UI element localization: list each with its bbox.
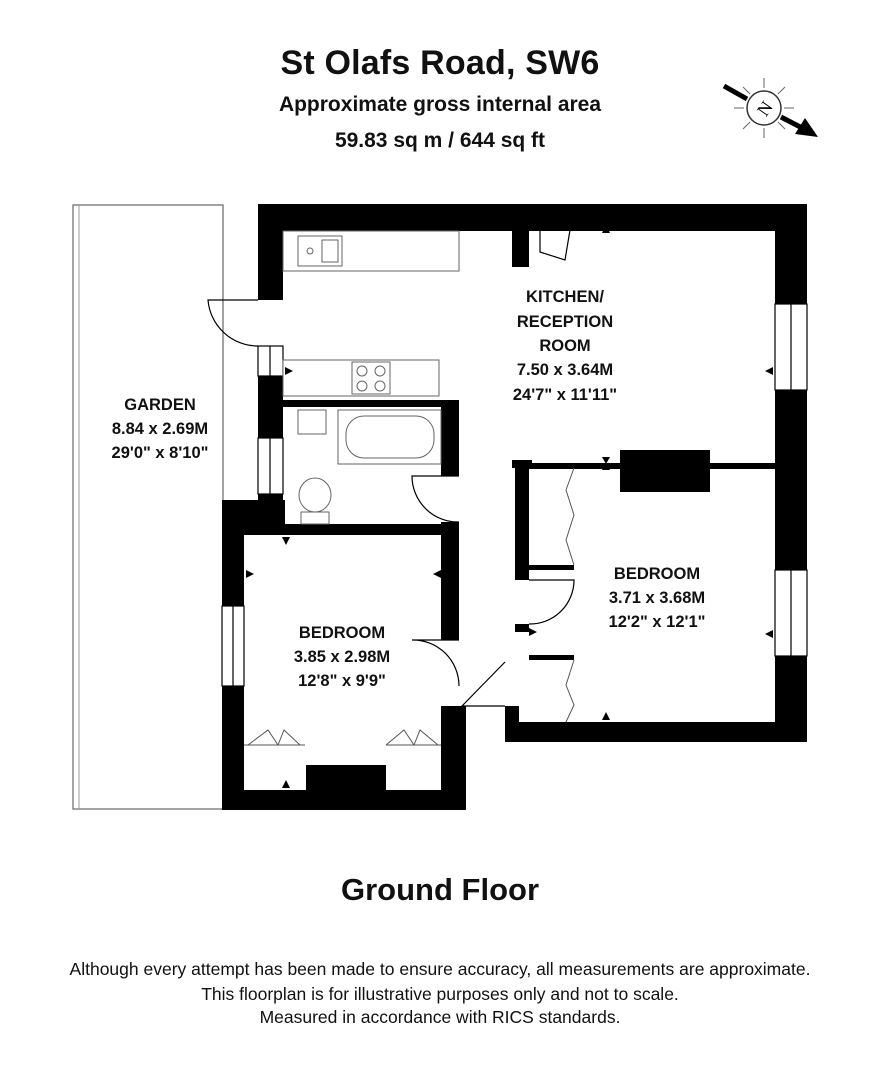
doors <box>207 229 575 707</box>
bedroom-left-metric: 3.85 x 2.98M <box>294 648 390 666</box>
kitchen-name-1: KITCHEN/ <box>526 288 604 306</box>
fixtures <box>282 230 460 525</box>
garden-outline <box>72 204 224 810</box>
garden-name: GARDEN <box>124 396 196 414</box>
disclaimer-line-1: Although every attempt has been made to … <box>69 959 811 979</box>
kitchen-imperial: 24'7" x 11'11" <box>513 386 617 404</box>
walls <box>222 204 807 810</box>
bedroom-left-name: BEDROOM <box>299 624 385 642</box>
room-labels: KITCHEN/ RECEPTION ROOM 7.50 x 3.64M 24'… <box>112 288 706 690</box>
kitchen-metric: 7.50 x 3.64M <box>517 361 613 379</box>
kitchen-name-3: ROOM <box>539 337 590 355</box>
bedroom-right-imperial: 12'2" x 12'1" <box>609 613 706 631</box>
bedroom-right-metric: 3.71 x 3.68M <box>609 589 705 607</box>
north-arrow-icon: N <box>722 78 818 138</box>
plan-title: St Olafs Road, SW6 <box>280 44 600 82</box>
area-caption: Approximate gross internal area <box>278 93 602 116</box>
dimension-markers <box>246 225 773 788</box>
bedroom-left-imperial: 12'8" x 9'9" <box>298 672 386 690</box>
disclaimer-line-2: This floorplan is for illustrative purpo… <box>201 984 679 1004</box>
area-value: 59.83 sq m / 644 sq ft <box>334 129 546 152</box>
kitchen-name-2: RECEPTION <box>517 313 613 331</box>
windows <box>221 303 808 687</box>
disclaimer-line-3: Measured in accordance with RICS standar… <box>259 1007 621 1027</box>
floor-label: Ground Floor <box>340 872 540 907</box>
wardrobes <box>244 467 575 746</box>
garden-metric: 8.84 x 2.69M <box>112 420 208 438</box>
bedroom-right-name: BEDROOM <box>614 565 700 583</box>
toilet-icon <box>298 477 332 513</box>
garden-imperial: 29'0" x 8'10" <box>112 444 209 462</box>
